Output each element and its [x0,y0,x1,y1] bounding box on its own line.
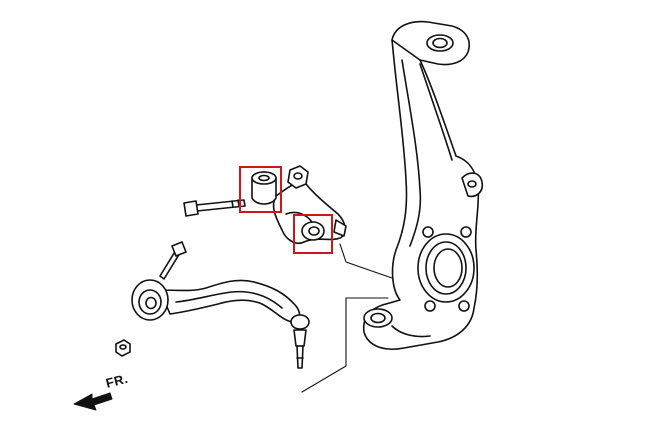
knuckle-right-ear-hole [467,180,477,188]
leader-upper-to-knuckle [339,243,393,279]
knuckle-boss-1 [422,226,434,238]
upper-control-arm [251,171,347,245]
highlight-rear-bushing [293,214,333,254]
knuckle-boss-2 [460,226,472,238]
steering-knuckle [362,20,484,350]
bolt-upper-head [183,200,199,217]
mounting-bolt-upper [183,199,246,217]
knuckle-lower-arm [391,325,431,338]
knuckle-boss-3 [424,300,436,312]
lower-control-arm [131,279,301,323]
highlight-front-bushing [239,166,282,213]
mounting-bolt-lower [159,241,187,280]
lower-arm-web [175,290,283,309]
nut-lower-bore [119,344,127,350]
leader-lines [301,243,393,393]
ball-joint-neck [293,329,307,347]
upper-arm-ball-joint [333,219,347,237]
upper-arm-inner-edge [285,211,313,223]
knuckle-boss-4 [458,300,470,312]
knuckle-hub-inner [433,248,463,288]
upper-arm-rear-bushing-bore [308,226,320,236]
forward-arrow-icon [73,392,113,411]
knuckle-rib-right [419,63,453,161]
ball-joint-cap [290,314,310,330]
leader-lower-to-knuckle [301,297,389,393]
knuckle-lower-boss-hole [370,312,386,324]
bolt-lower-head [171,241,187,257]
nut-upper-bore [293,172,303,180]
lower-arm-bushing-inner [145,296,157,310]
nut-lower [115,339,131,357]
nut-upper [287,165,309,189]
knuckle-rib-left [401,59,422,247]
ball-joint-lower [290,314,310,369]
ball-joint-stud [296,345,304,369]
knuckle-top-hole-inner [432,37,448,49]
bolt-upper-thread-2 [237,199,240,207]
bushing-highlights [239,166,333,254]
bolt-upper-thread-1 [231,200,234,208]
upper-arm-front-bushing-bore [258,174,270,182]
